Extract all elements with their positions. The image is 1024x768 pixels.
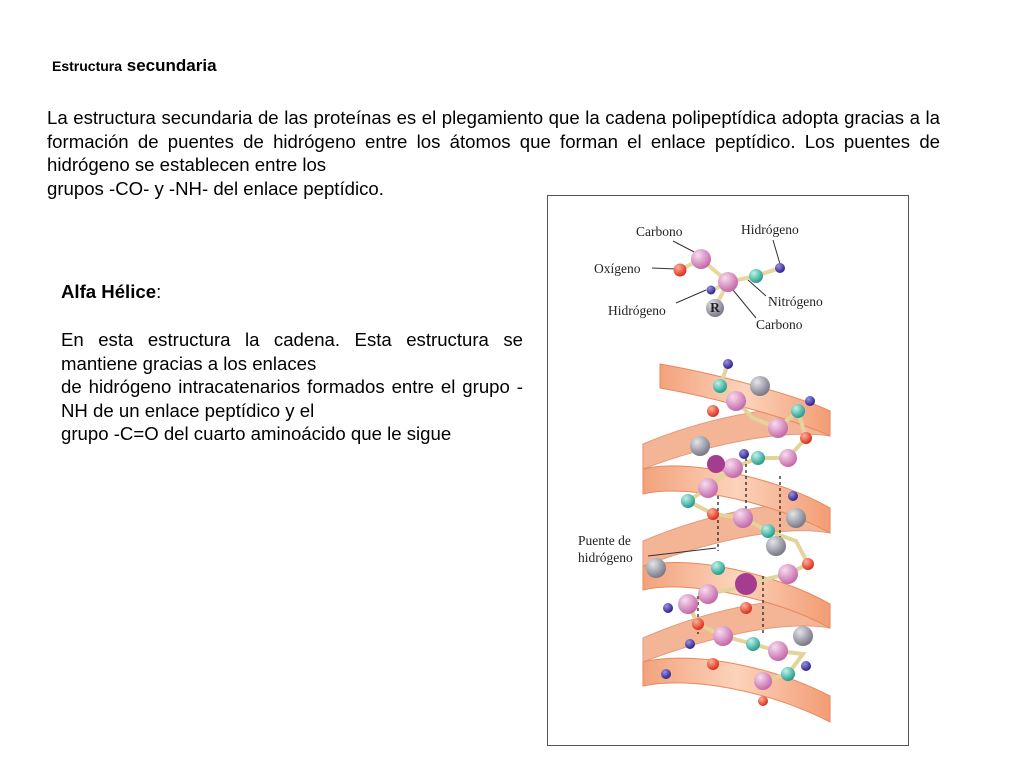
peptide-unit-inset: R Carbono Hidrógeno Oxígeno Nitrógeno Hi… xyxy=(594,222,823,332)
label-oxigeno: Oxígeno xyxy=(594,261,641,276)
nitrogen-atom xyxy=(711,561,725,575)
carbon-atom xyxy=(723,458,743,478)
hydrogen-atom xyxy=(739,449,749,459)
intro-line-2: grupos -CO- y -NH- del enlace peptídico. xyxy=(47,177,384,199)
carbon-atom xyxy=(768,418,788,438)
carbon-atom xyxy=(698,584,718,604)
helix-atoms xyxy=(646,359,815,706)
carbon-atom xyxy=(754,672,772,690)
slide-title: Estructura secundaria xyxy=(52,56,217,76)
nitrogen-atom xyxy=(781,667,795,681)
title-main: secundaria xyxy=(126,56,217,75)
oxygen-atom xyxy=(740,602,752,614)
label-puente-line1: Puente de xyxy=(578,533,631,548)
carbon-atom xyxy=(779,449,797,467)
oxygen-atom xyxy=(758,696,768,706)
label-carbono-top: Carbono xyxy=(636,224,683,239)
carbon-atom xyxy=(707,455,725,473)
nitrogen-atom xyxy=(746,637,760,651)
nitrogen-atom xyxy=(713,379,727,393)
label-carbono-bottom: Carbono xyxy=(756,317,803,332)
hydrogen-atom xyxy=(775,263,785,273)
hydrogen-atom xyxy=(706,285,716,295)
r-group-atom xyxy=(793,626,813,646)
hydrogen-atom xyxy=(685,639,695,649)
alfa-helice-paragraph: En esta estructura la cadena. Esta estru… xyxy=(61,328,523,446)
oxygen-atom xyxy=(802,558,814,570)
carbon-atom xyxy=(678,594,698,614)
nitrogen-atom xyxy=(791,404,805,418)
r-group-atom xyxy=(706,299,724,317)
alfa-line-2: de hidrógeno intracatenarios formados en… xyxy=(61,376,523,421)
alpha-helix-figure: R Carbono Hidrógeno Oxígeno Nitrógeno Hi… xyxy=(547,195,909,746)
hydrogen-atom xyxy=(801,661,811,671)
oxygen-atom xyxy=(692,618,704,630)
r-group-atom xyxy=(646,558,666,578)
carbon-atom xyxy=(735,573,757,595)
carbon-atom xyxy=(726,391,746,411)
hydrogen-atom xyxy=(788,491,798,501)
nitrogen-atom xyxy=(749,269,763,283)
hydrogen-atom xyxy=(805,396,815,406)
carbon-atom xyxy=(698,478,718,498)
carbon-atom xyxy=(733,508,753,528)
hydrogen-atom xyxy=(663,603,673,613)
label-hidrogeno-left: Hidrógeno xyxy=(608,303,666,318)
label-nitrogeno: Nitrógeno xyxy=(768,294,823,309)
title-prefix: Estructura xyxy=(52,58,123,74)
hydrogen-atom xyxy=(661,669,671,679)
r-group-atom xyxy=(690,436,710,456)
nitrogen-atom xyxy=(751,451,765,465)
helix-ribbon-back xyxy=(642,407,831,663)
oxygen-atom xyxy=(673,263,687,277)
carbon-atom xyxy=(768,641,788,661)
alpha-helix-diagram: R Carbono Hidrógeno Oxígeno Nitrógeno Hi… xyxy=(578,222,831,723)
label-puente-line2: hidrógeno xyxy=(578,550,633,565)
oxygen-atom xyxy=(800,432,812,444)
intro-paragraph: La estructura secundaria de las proteína… xyxy=(47,106,940,200)
oxygen-atom xyxy=(707,658,719,670)
alpha-carbon-atom xyxy=(718,272,738,292)
alfa-helice-heading: Alfa Hélice: xyxy=(61,280,161,304)
alfa-helice-colon: : xyxy=(156,281,162,302)
r-group-label: R xyxy=(710,300,720,315)
alfa-line-3: grupo -C=O del cuarto aminoácido que le … xyxy=(61,423,452,444)
carbon-atom xyxy=(778,564,798,584)
nitrogen-atom xyxy=(681,494,695,508)
hydrogen-bridge-callout: Puente de hidrógeno xyxy=(578,533,717,565)
r-group-atom xyxy=(750,376,770,396)
r-group-atom xyxy=(766,536,786,556)
oxygen-atom xyxy=(707,405,719,417)
intro-line-1: La estructura secundaria de las proteína… xyxy=(47,107,940,175)
alfa-helice-title: Alfa Hélice xyxy=(61,281,157,302)
hydrogen-atom xyxy=(723,359,733,369)
label-hidrogeno-top: Hidrógeno xyxy=(741,222,799,237)
oxygen-atom xyxy=(707,508,719,520)
nitrogen-atom xyxy=(761,524,775,538)
carbon-atom xyxy=(691,249,711,269)
alfa-line-1: En esta estructura la cadena. Esta estru… xyxy=(61,329,523,374)
r-group-atom xyxy=(786,508,806,528)
carbon-atom xyxy=(713,626,733,646)
